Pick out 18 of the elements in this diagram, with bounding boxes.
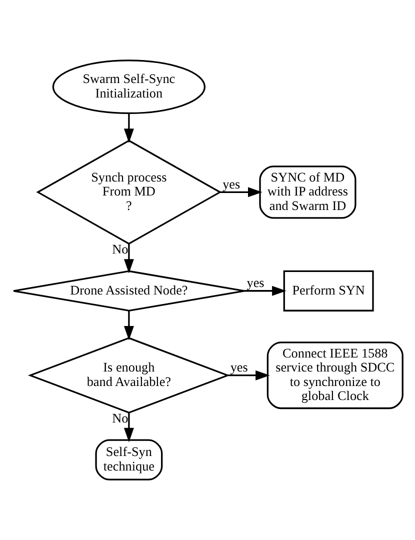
edge-label: yes [246, 275, 264, 290]
node-diamond: Is enough band Available? [27, 337, 230, 414]
arrow [220, 187, 262, 198]
arrow [123, 412, 134, 442]
node-box: Perform SYN [282, 270, 374, 312]
node-ellipse: Swarm Self-Sync Initialization [52, 60, 206, 114]
node-diamond: Drone Assisted Node? [12, 270, 245, 312]
node-diamond: Synch process From MD ? [36, 140, 222, 245]
arrow [123, 310, 134, 340]
arrow [244, 286, 286, 296]
arrow [123, 113, 134, 143]
node-box: Self-Syn technique [94, 439, 162, 480]
edge-label: yes [222, 176, 240, 192]
arrow [228, 370, 270, 380]
arrow [123, 244, 134, 274]
edge-label: yes [230, 360, 248, 375]
node-box: Connect IEEE 1588 service through SDCC to synchronize to global Clock [266, 342, 403, 410]
node-box: SYNC of MD with IP address and Swarm ID [258, 166, 356, 219]
